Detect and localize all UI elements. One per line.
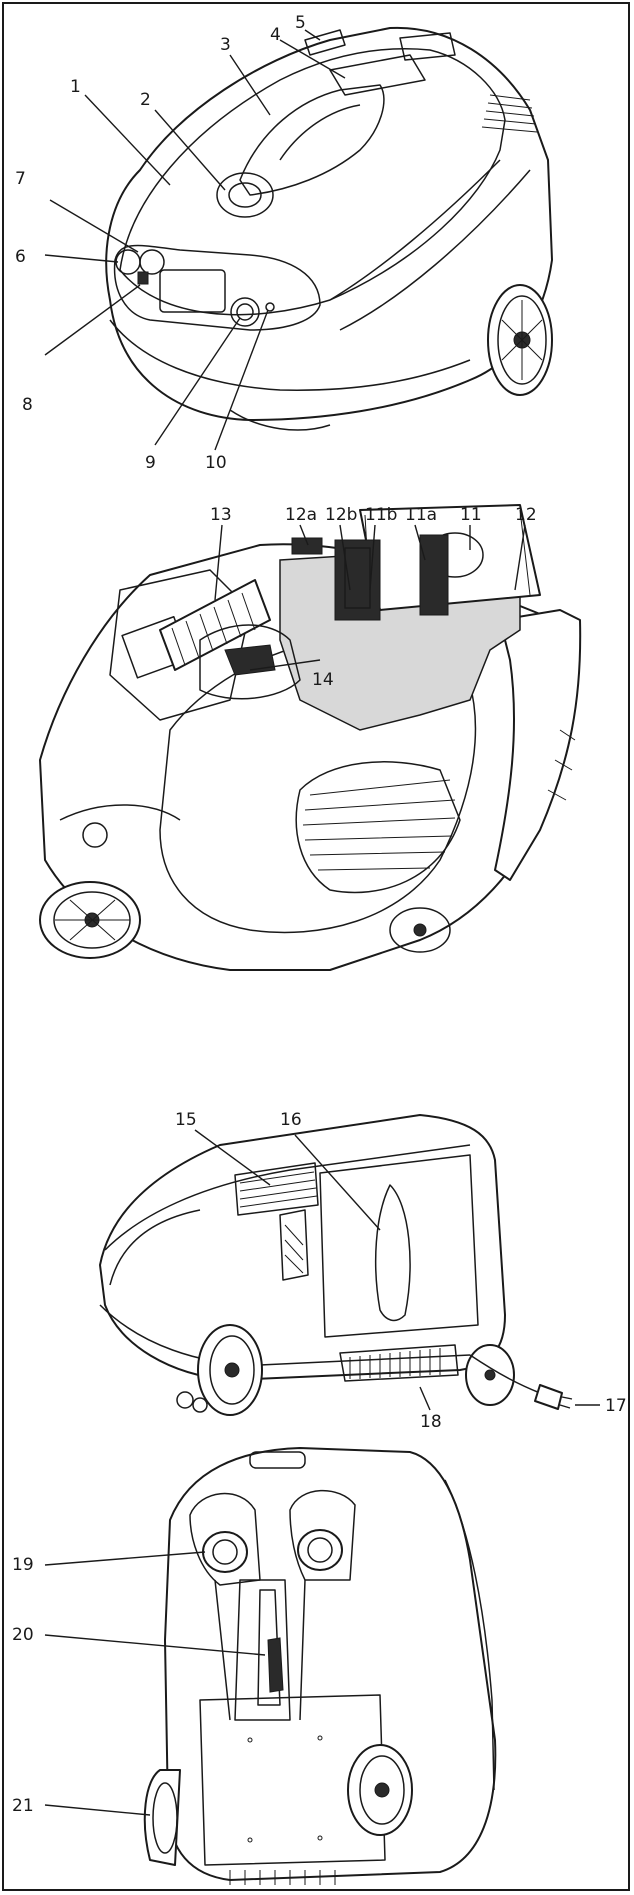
callout-11a: 11a [405, 505, 437, 525]
callout-6: 6 [15, 247, 26, 267]
callout-21: 21 [12, 1796, 34, 1816]
rear-side-view: 15 16 17 18 [99, 1110, 627, 1432]
callout-12: 12 [515, 505, 537, 525]
callout-lines-panel-3 [194, 1129, 600, 1411]
callout-labels-panel-2: 13 12a 12b 11b 11a 11 12 14 [210, 505, 537, 690]
callout-9: 9 [145, 453, 156, 473]
callout-8: 8 [22, 395, 33, 415]
callout-labels-panel-3: 15 16 17 18 [175, 1110, 627, 1432]
underside-view: 19 20 21 [12, 1447, 497, 1885]
callout-19: 19 [12, 1555, 34, 1575]
callout-10: 10 [205, 453, 227, 473]
open-lid-view: 13 12a 12b 11b 11a 11 12 14 [39, 504, 582, 971]
callout-labels-panel-1: 1 2 3 4 5 6 7 8 9 10 [15, 13, 306, 473]
callout-labels-panel-4: 19 20 21 [12, 1555, 34, 1816]
callout-15: 15 [175, 1110, 197, 1130]
vacuum-body-front [105, 26, 553, 431]
top-front-view: 1 2 3 4 5 6 7 8 9 10 [15, 13, 553, 473]
callout-12b: 12b [325, 505, 357, 525]
callout-1: 1 [70, 77, 81, 97]
callout-4: 4 [270, 25, 281, 45]
callout-3: 3 [220, 35, 231, 55]
callout-18: 18 [420, 1412, 442, 1432]
callout-17: 17 [605, 1396, 627, 1416]
callout-12a: 12a [285, 505, 317, 525]
callout-20: 20 [12, 1625, 34, 1645]
callout-lines-panel-4 [44, 1551, 266, 1816]
callout-5: 5 [295, 13, 306, 33]
vacuum-body-open [39, 504, 582, 971]
callout-lines-panel-1 [44, 29, 346, 451]
callout-7: 7 [15, 169, 26, 189]
callout-2: 2 [140, 90, 151, 110]
callout-14: 14 [312, 670, 334, 690]
vacuum-body-side [99, 1114, 573, 1416]
callout-16: 16 [280, 1110, 302, 1130]
callout-13: 13 [210, 505, 232, 525]
callout-11b: 11b [365, 505, 397, 525]
callout-lines-panel-2 [214, 524, 526, 671]
callout-11: 11 [460, 505, 482, 525]
vacuum-body-underside [143, 1447, 497, 1885]
